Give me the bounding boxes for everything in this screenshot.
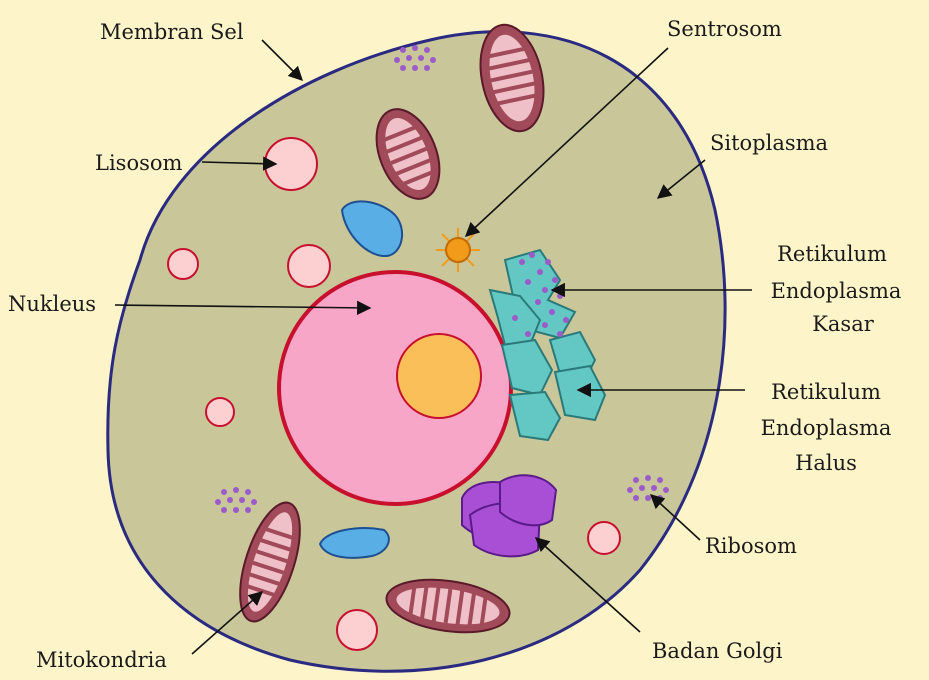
label-lisosom: Lisosom [95,151,183,175]
ribosome-cluster [215,487,257,513]
label-badan-golgi: Badan Golgi [652,639,783,663]
labels: Membran Sel Sentrosom Lisosom Sitoplasma… [8,17,901,672]
arrow-lisosom [201,156,278,171]
mitochondria-group [239,23,545,634]
golgi-apparatus [461,474,558,558]
label-sitoplasma: Sitoplasma [710,131,828,155]
label-mitokondria: Mitokondria [36,648,167,672]
vacuole [340,200,404,258]
nucleolus [396,333,482,419]
centrosome [436,228,480,272]
label-membran-sel: Membran Sel [100,20,244,44]
arrow-ribosom [649,494,701,541]
label-sentrosom: Sentrosom [667,17,782,41]
mitochondrion [385,578,511,634]
ribosome-cluster [627,475,669,501]
vacuole [318,527,390,559]
label-rek-line2: Endoplasma [771,279,902,303]
lysosome [205,397,235,427]
label-rek-line3: Kasar [812,312,875,336]
arrow-mitokondria [191,591,264,655]
arrow-badan-golgi [534,537,641,633]
rough-er-ribosomes [512,252,569,337]
arrow-nukleus [114,300,372,316]
label-nukleus: Nukleus [8,292,96,316]
lysosomes [167,137,621,651]
label-reh-line1: Retikulum [771,380,881,404]
label-ribosom: Ribosom [705,534,797,558]
arrow-sentrosom [464,47,669,237]
mitochondrion [479,23,545,133]
mitochondrion [375,108,441,200]
lysosome [287,244,331,288]
lysosome [336,609,378,651]
label-reh-line3: Halus [795,451,857,475]
label-rek-line1: Retikulum [777,242,887,266]
arrow-sitoplasma [656,159,706,199]
ribosome-cluster [394,45,436,71]
pointer-lines [114,39,752,655]
lysosome [587,521,621,555]
arrow-membran-sel [261,39,304,82]
label-reh-line2: Endoplasma [761,416,892,440]
lysosome [167,248,199,280]
